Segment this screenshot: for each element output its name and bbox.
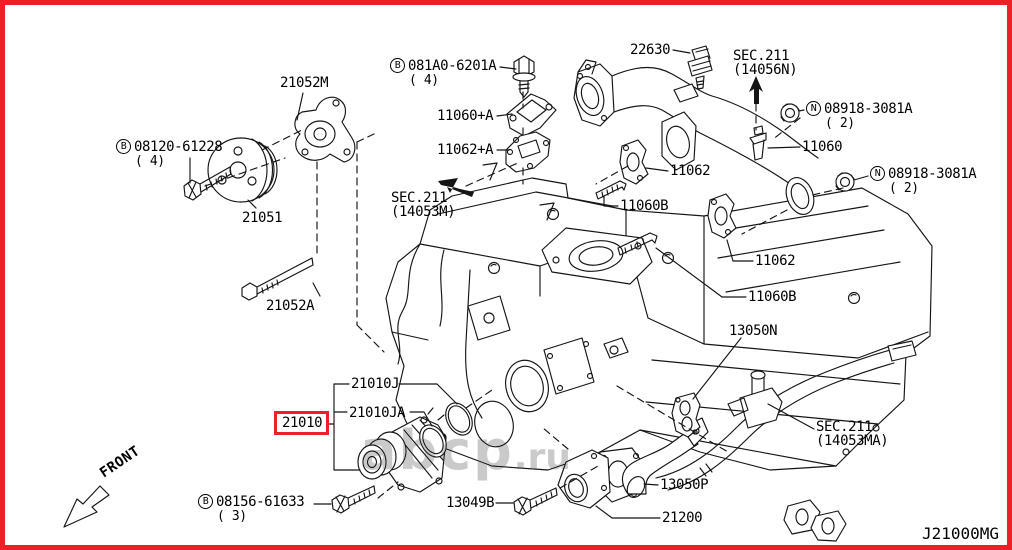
callout-11062-lower[interactable]: 11062	[755, 253, 796, 269]
callout-21010-highlighted[interactable]: 21010	[274, 411, 330, 435]
callout-21010J[interactable]: 21010J	[351, 376, 400, 392]
stud-upper-drawing	[595, 180, 627, 200]
rear-flange-plates-drawing	[783, 499, 847, 542]
section-ref-14053MA: SEC.211 (14053MA)	[816, 419, 889, 449]
prefix-circle-icon: B	[116, 139, 131, 154]
callout-11060B-lower[interactable]: 11060B	[748, 289, 797, 305]
part-number: 08918-3081A	[824, 100, 913, 117]
egr-gasket-upper-drawing	[619, 139, 649, 185]
heater-pipe-drawing	[655, 340, 917, 491]
diagram-code: J21000MG	[922, 524, 1000, 543]
callout-13050N[interactable]: 13050N	[729, 323, 778, 339]
o-ring-drawing	[419, 402, 473, 458]
quantity: ( 4)	[409, 73, 439, 88]
front-direction-arrow	[63, 485, 110, 528]
callout-11060B-upper[interactable]: 11060B	[620, 198, 669, 214]
prefix-circle-icon: B	[198, 494, 213, 509]
callout-11060-A[interactable]: 11060+A	[437, 108, 494, 124]
water-pump-drawing	[357, 407, 447, 493]
prefix-circle-icon: N	[806, 101, 821, 116]
callout-21200[interactable]: 21200	[662, 510, 703, 526]
part-number: 08918-3081A	[888, 165, 977, 182]
callout-22630[interactable]: 22630	[630, 42, 671, 58]
quantity: ( 3)	[217, 509, 247, 524]
temperature-sensor-drawing	[687, 45, 713, 90]
bolt-08156-drawing	[331, 485, 376, 514]
bolt-13049B-drawing	[513, 487, 558, 516]
section-ref-14056N: SEC.211 (14056N)	[733, 48, 798, 78]
water-pipe-drawing	[573, 59, 819, 215]
section-ref-14053M: SEC.211 (14053M)	[391, 190, 456, 220]
callout-11062-A[interactable]: 11062+A	[437, 142, 494, 158]
callout-21052M[interactable]: 21052M	[280, 75, 329, 91]
water-outlet-gasket-drawing	[505, 131, 551, 173]
pump-bracket-drawing	[294, 96, 356, 163]
bolt-21052A-drawing	[241, 257, 314, 301]
quantity: ( 2)	[825, 116, 855, 131]
nut-drawing-upper	[780, 103, 800, 123]
callout-13050P[interactable]: 13050P	[660, 477, 709, 493]
inlet-gasket-drawing	[671, 392, 701, 438]
stud-lower-drawing	[617, 232, 658, 256]
water-outlet-flange-drawing	[506, 93, 557, 137]
plane-corner-mark	[482, 162, 498, 181]
engine-block-drawing	[385, 177, 933, 471]
assembly-axis-lines	[204, 91, 844, 499]
callout-21010JA[interactable]: 21010JA	[349, 405, 406, 421]
watermark: abcp.ru	[360, 419, 571, 482]
prefix-circle-icon: B	[390, 58, 405, 73]
callout-21051[interactable]: 21051	[242, 210, 283, 226]
nut-drawing-lower	[835, 172, 855, 192]
quantity: ( 2)	[889, 181, 919, 196]
callout-11062-upper[interactable]: 11062	[670, 163, 711, 179]
plane-corner-mark	[539, 202, 555, 221]
callout-13049B[interactable]: 13049B	[446, 495, 495, 511]
callout-21052A[interactable]: 21052A	[266, 298, 315, 314]
section-arrows	[438, 76, 763, 197]
part-number: 08120-61228	[134, 138, 223, 155]
pipe-fitting-drawing	[749, 125, 767, 161]
part-number: 081A0-6201A	[408, 57, 497, 74]
callout-11060[interactable]: 11060	[802, 139, 843, 155]
egr-gasket-lower-drawing	[707, 193, 737, 239]
bolt-081A0-drawing	[512, 55, 536, 98]
water-pump-pulley-drawing	[207, 137, 278, 203]
prefix-circle-icon: N	[870, 166, 885, 181]
part-number: 08156-61633	[216, 493, 305, 510]
leader-lines	[189, 49, 869, 519]
quantity: ( 4)	[135, 154, 165, 169]
